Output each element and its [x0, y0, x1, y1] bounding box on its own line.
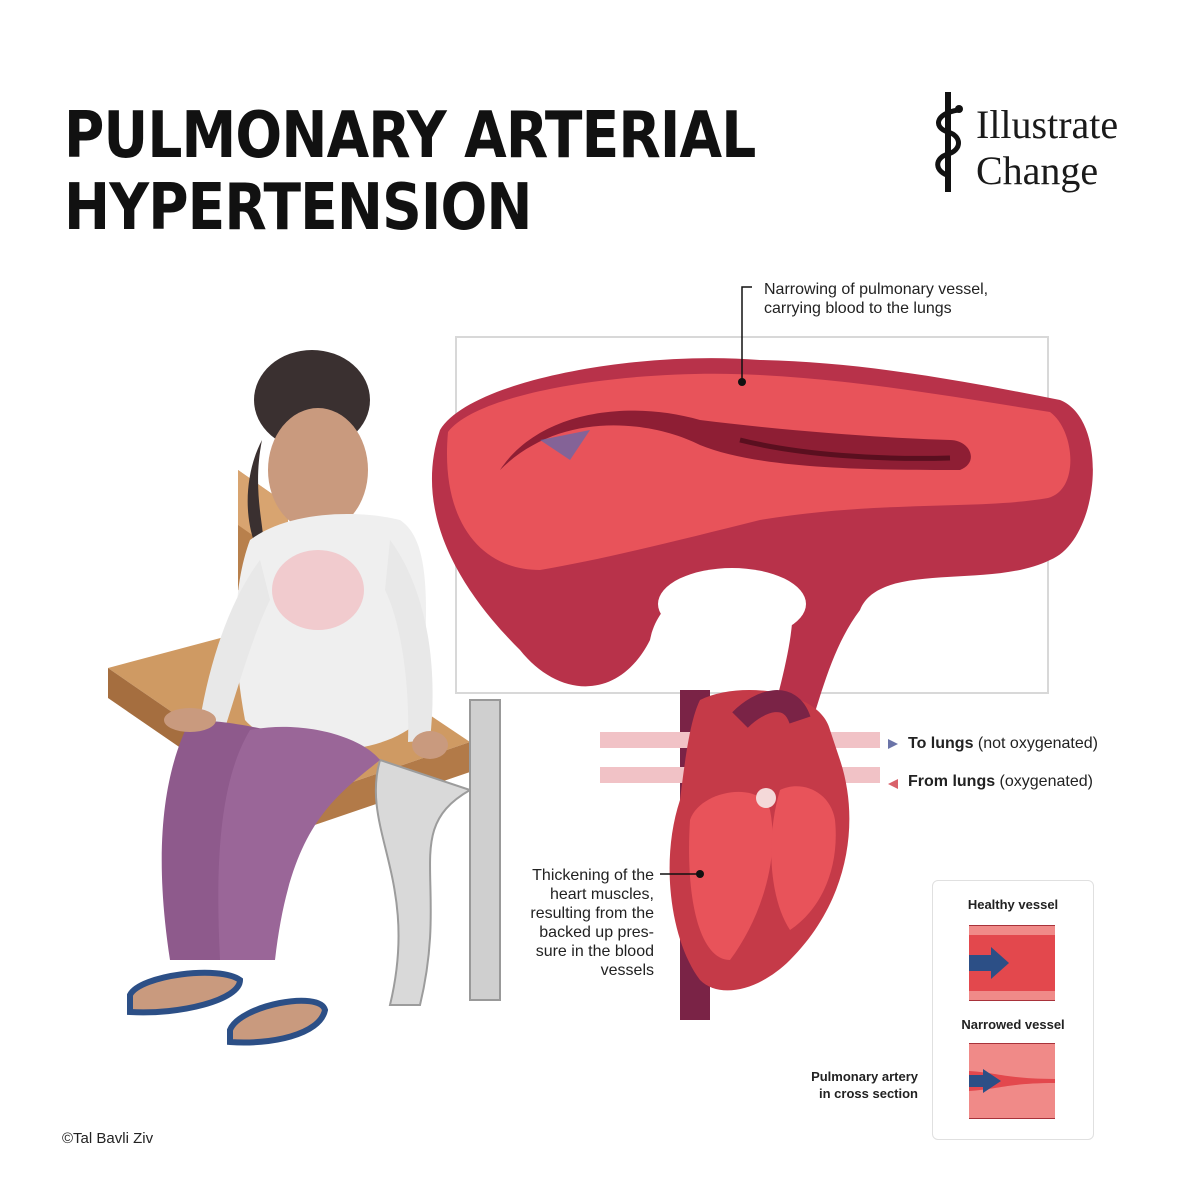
- to-lungs-detail: (not oxygenated): [973, 735, 1098, 752]
- logo-text: Illustrate Change: [976, 102, 1118, 194]
- title-line-2: HYPERTENSION: [64, 171, 532, 245]
- to-lungs-arrow-icon: [888, 739, 898, 749]
- cross-section-label: Pulmonary artery in cross section: [768, 1068, 918, 1102]
- narrowing-label-line-1: Narrowing of pulmonary vessel,: [764, 281, 989, 298]
- healthy-flow-arrow-icon: [969, 947, 1009, 979]
- thickening-label-line-4: backed up pres-: [539, 924, 654, 941]
- heart-illustration: [600, 690, 880, 1020]
- thickening-label-line-6: vessels: [600, 962, 654, 979]
- rod-of-asclepius-icon: [935, 92, 963, 192]
- narrowing-leader-line: [741, 286, 752, 382]
- from-lungs-detail: (oxygenated): [995, 773, 1093, 790]
- thickening-label-line-3: resulting from the: [530, 905, 654, 922]
- narrowed-vessel-title: Narrowed vessel: [961, 1017, 1065, 1032]
- thickening-label-line-2: heart muscles,: [549, 886, 654, 903]
- from-lungs-arrow-icon: [888, 779, 898, 789]
- healthy-vessel-diagram: [969, 925, 1055, 1001]
- cross-section-line-2: in cross section: [819, 1086, 918, 1101]
- thickening-label-line-1: Thickening of the: [532, 867, 654, 884]
- logo-line-2: Change: [976, 148, 1099, 193]
- healthy-vessel-title: Healthy vessel: [967, 897, 1059, 912]
- page-title: PULMONARY ARTERIAL HYPERTENSION: [64, 99, 756, 245]
- logo-line-1: Illustrate: [976, 102, 1119, 147]
- thickening-leader-dot: [696, 870, 704, 878]
- narrowing-label: Narrowing of pulmonary vessel, carrying …: [764, 280, 1064, 318]
- to-lungs-bold: To lungs: [908, 735, 974, 752]
- narrowing-leader-dot: [738, 378, 746, 386]
- from-lungs-bold: From lungs: [908, 773, 996, 790]
- narrowing-label-line-2: carrying blood to the lungs: [764, 300, 952, 317]
- illustrate-change-logo: Illustrate Change: [928, 88, 1158, 198]
- narrowed-flow-arrow-icon: [969, 1069, 1001, 1093]
- narrowed-vessel-diagram: [969, 1043, 1055, 1119]
- thickening-label: Thickening of the heart muscles, resulti…: [488, 866, 654, 980]
- to-lungs-label: To lungs (not oxygenated): [908, 735, 1098, 753]
- seated-woman-illustration: [127, 350, 448, 1046]
- thickening-label-line-5: sure in the blood: [535, 943, 654, 960]
- vessel-comparison-legend: Healthy vessel Narrowed vessel: [932, 880, 1094, 1140]
- copyright-notice: ©Tal Bavli Ziv: [62, 1130, 154, 1147]
- from-lungs-label: From lungs (oxygenated): [908, 773, 1093, 791]
- pulmonary-vessel-illustration: [431, 358, 1093, 760]
- title-line-1: PULMONARY ARTERIAL: [64, 99, 756, 173]
- cross-section-line-1: Pulmonary artery: [811, 1069, 918, 1084]
